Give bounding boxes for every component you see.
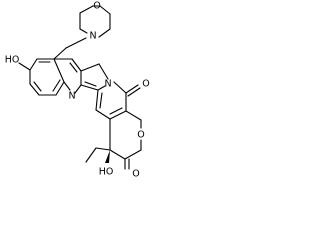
bond-pyd-4: [95, 109, 111, 120]
atom-labels: O N HO N N O O HO O: [5, 1, 150, 180]
bond-five-1: [80, 63, 100, 72]
bond-co-1: [125, 84, 139, 94]
atom-morpholine-o: O: [93, 1, 100, 12]
bond-lac-1: [125, 110, 142, 121]
bond-benz-6: [55, 81, 65, 96]
bond-n-ch2: [65, 37, 87, 49]
atom-hydroxy-oh: HO: [99, 167, 114, 178]
bond-pyr-4: [74, 84, 82, 94]
atom-phenol-oh: HO: [5, 55, 20, 66]
bond-morph-4: [99, 5, 111, 15]
bond-ethyl-2: [85, 147, 97, 163]
bond-benz-6b: [52, 79, 61, 92]
bond-pyd-5b: [99, 92, 103, 109]
bond-pyr-2: [71, 58, 82, 72]
bond-five-2: [98, 63, 109, 80]
bond-morph-1: [79, 5, 94, 14]
atom-quinoline-n: N: [68, 91, 75, 102]
bond-lac-5: [109, 149, 126, 160]
bond-pyd-3: [109, 110, 127, 120]
bond-ethyl-1: [95, 147, 111, 151]
atom-morpholine-n: N: [89, 31, 96, 42]
bond-five-3b: [84, 81, 97, 87]
bond-pyd-5: [95, 89, 99, 111]
bond-ch2-ar: [53, 47, 67, 60]
bond-benz-4: [29, 83, 40, 96]
topotecan-structure-diagram: O N HO N N O O HO O: [5, 1, 150, 180]
bond-co-1b: [127, 87, 141, 97]
atom-carbonyl-o: O: [132, 169, 139, 180]
bond-lac-4: [124, 149, 142, 160]
bond-benz-4b: [33, 81, 42, 92]
bond-five-3: [80, 84, 99, 91]
atom-lactone-o: O: [137, 130, 144, 141]
atom-lactam-o: O: [142, 79, 149, 90]
stereo-wedge: [105, 150, 110, 163]
bond-five-4: [97, 85, 106, 91]
bond-benz-7: [53, 58, 65, 83]
bond-c-oh: [18, 62, 31, 71]
bond-pyr-2b: [69, 62, 78, 73]
bond-morph-7: [79, 28, 88, 34]
bond-morph-6: [98, 28, 111, 38]
bond-pyr-5: [63, 81, 71, 91]
bond-pyd-1: [113, 81, 127, 94]
bond-benz-2: [29, 58, 38, 71]
bond-pyd-3b: [109, 107, 123, 115]
atom-pyrrole-n: N: [104, 79, 111, 90]
bonds: [18, 5, 142, 170]
